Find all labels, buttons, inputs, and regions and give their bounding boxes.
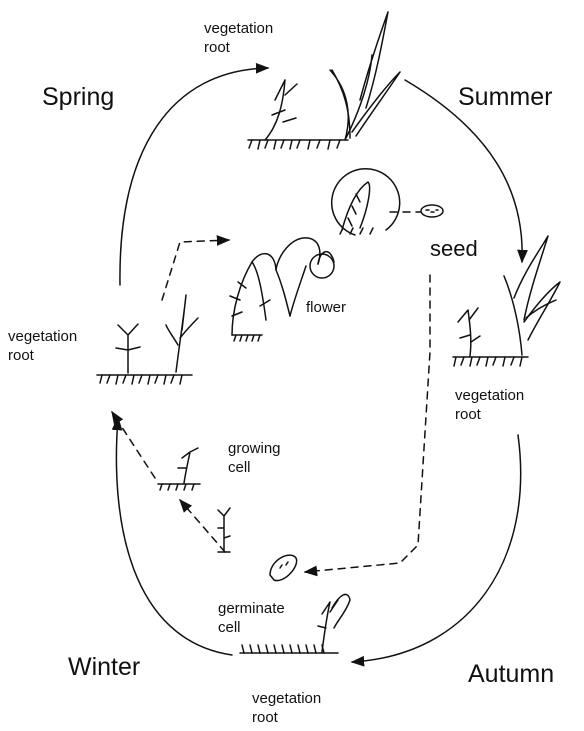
top-vegetation-label: vegetation [204, 20, 273, 38]
arrow-spring-to-summer [120, 68, 268, 285]
growing-cell-label-line2: cell [228, 459, 251, 477]
season-label-spring: Spring [42, 82, 114, 112]
bottom-vegetation-label: vegetation [252, 690, 321, 708]
seed-inset-drawing [332, 169, 400, 235]
arrow-autumn-to-winter [352, 435, 521, 662]
arrow-germinate-to-growing [180, 500, 225, 552]
right-root-label: root [455, 406, 481, 424]
bottom-root-label: root [252, 709, 278, 727]
seed-label: seed [430, 236, 478, 262]
arrow-seed-to-germinate [305, 275, 430, 572]
germinate-cell-label-line1: germinate [218, 600, 285, 618]
season-label-summer: Summer [458, 82, 552, 112]
season-label-winter: Winter [68, 652, 140, 682]
seed-drawing [421, 205, 443, 217]
flower-label: flower [306, 299, 346, 317]
arrow-spring-to-flower [162, 240, 229, 300]
flower-drawing [230, 238, 334, 341]
left-vegetation-drawing [97, 295, 198, 384]
right-vegetation-label: vegetation [455, 387, 524, 405]
arrow-winter-to-spring [116, 418, 232, 655]
germinate-cell-label-line2: cell [218, 619, 241, 637]
growing-cell-label-line1: growing [228, 440, 281, 458]
germinate-cell-drawing [218, 508, 297, 581]
growing-cell-drawing [158, 448, 200, 490]
season-label-autumn: Autumn [468, 659, 554, 689]
top-root-label: root [204, 39, 230, 57]
left-root-label: root [8, 347, 34, 365]
arrow-growing-to-spring [112, 412, 155, 478]
left-vegetation-label: vegetation [8, 328, 77, 346]
